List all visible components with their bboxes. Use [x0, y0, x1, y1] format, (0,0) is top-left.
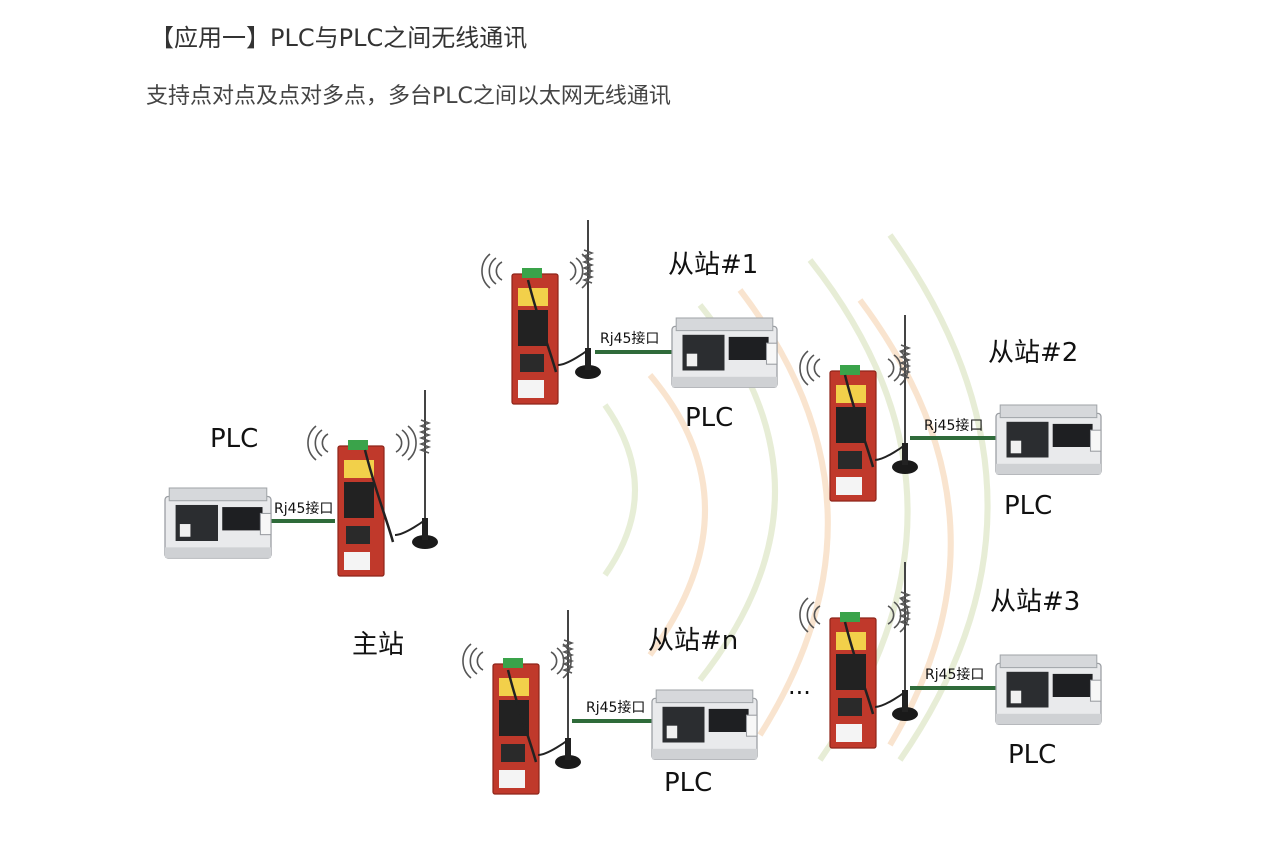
plc-label-slaven: PLC — [664, 768, 713, 798]
rj45-label-slaven: Rj45接口 — [586, 700, 646, 716]
heading: 【应用一】PLC与PLC之间无线通讯 — [150, 24, 528, 52]
slave1-label: 从站#1 — [668, 250, 759, 280]
gateway-slave2 — [799, 350, 909, 502]
ellipsis: ... — [788, 672, 811, 700]
plc-label-master: PLC — [210, 424, 259, 454]
gateway-slave1 — [481, 253, 591, 405]
master-label: 主站 — [352, 630, 405, 660]
rj45-label-master: Rj45接口 — [274, 501, 334, 517]
cables — [270, 350, 996, 723]
slave2-label: 从站#2 — [988, 338, 1079, 368]
plc-device-slave2 — [995, 404, 1102, 475]
plc-device-slave3 — [995, 654, 1102, 725]
subheading: 支持点对点及点对多点，多台PLC之间以太网无线通讯 — [146, 84, 671, 109]
gateway-slave3 — [799, 597, 909, 749]
plc-device-slaven — [651, 689, 758, 760]
plc-label-slave1: PLC — [685, 403, 734, 433]
rj45-label-slave3: Rj45接口 — [925, 667, 985, 683]
plc-label-slave3: PLC — [1008, 740, 1057, 770]
slaven-label: 从站#n — [648, 626, 739, 656]
plc-device-master — [164, 487, 272, 559]
slave3-label: 从站#3 — [990, 587, 1081, 617]
plc-label-slave2: PLC — [1004, 491, 1053, 521]
rj45-label-slave2: Rj45接口 — [924, 418, 984, 434]
gateway-slaven — [462, 643, 572, 795]
rj45-label-slave1: Rj45接口 — [600, 331, 660, 347]
plc-device-slave1 — [671, 317, 778, 388]
